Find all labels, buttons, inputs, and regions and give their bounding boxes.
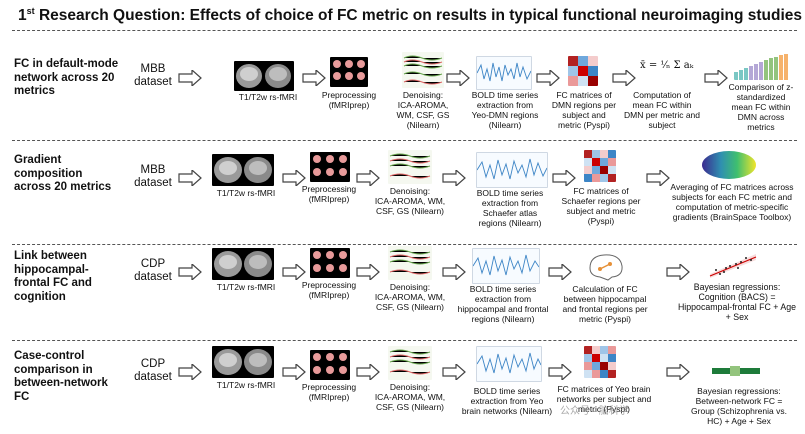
preprocessing-label: Preprocessing (fMRIprep) — [321, 90, 377, 110]
mri-label: T1/T2w rs-fMRI — [216, 282, 276, 292]
bold-label: BOLD time series extraction from hippoca… — [457, 284, 549, 324]
bar-chart-image — [734, 52, 792, 80]
arrow-icon — [178, 264, 202, 280]
arrow-icon — [356, 364, 380, 380]
arrow-icon — [704, 70, 728, 86]
arrow-icon — [178, 70, 202, 86]
row-2: Gradient composition across 20 metrics M… — [0, 140, 805, 240]
arrow-icon — [178, 170, 202, 186]
arrow-icon — [548, 364, 572, 380]
denoising-label: Denoising: ICA-AROMA, WM, CSF, GS (Nilea… — [374, 282, 446, 312]
question-title: Gradient composition across 20 metrics — [14, 154, 112, 193]
dataset-label: CDP dataset — [134, 358, 172, 383]
arrow-icon — [442, 170, 466, 186]
arrow-icon — [442, 364, 466, 380]
bold-label: BOLD time series extraction from Yeo-DMN… — [471, 90, 539, 130]
fc-label: FC matrices of Schaefer regions per subj… — [561, 186, 641, 226]
watermark: 公众号 · 脑科学 — [560, 406, 629, 417]
group-plot-image — [712, 362, 760, 382]
gradient-brain-image — [700, 148, 758, 180]
arrow-icon — [282, 170, 306, 186]
bold-label: BOLD time series extraction from Schaefe… — [476, 188, 544, 228]
regression-label: Bayesian regressions: Cognition (BACS) =… — [677, 282, 797, 322]
bold-timeseries-image — [476, 152, 548, 188]
mri-label: T1/T2w rs-fMRI — [216, 380, 276, 390]
mean-label: Computation of mean FC within DMN per me… — [623, 90, 701, 130]
arrow-icon — [612, 70, 636, 86]
group-regression-label: Bayesian regressions: Between-network FC… — [691, 386, 787, 426]
mri-label: T1/T2w rs-fMRI — [216, 188, 276, 198]
denoising-label: Denoising: ICA-AROMA, WM, CSF, GS (Nilea… — [374, 186, 446, 216]
arrow-icon — [446, 70, 470, 86]
mri-image — [234, 61, 294, 91]
dataset-label: MBB dataset — [134, 63, 172, 88]
denoising-label: Denoising: ICA-AROMA, WM, CSF, GS (Nilea… — [396, 90, 450, 130]
preprocessing-image — [310, 248, 350, 278]
fc-matrix-image — [584, 346, 616, 378]
arrow-icon — [282, 364, 306, 380]
bold-timeseries-image — [476, 56, 532, 90]
arrow-icon — [666, 364, 690, 380]
denoising-label: Denoising: ICA-AROMA, WM, CSF, GS (Nilea… — [374, 382, 446, 412]
row-1: FC in default-mode network across 20 met… — [0, 30, 805, 136]
preprocessing-image — [330, 57, 368, 87]
arrow-icon — [552, 170, 576, 186]
fc-label: FC matrices of DMN regions per subject a… — [551, 90, 617, 130]
dataset-label: MBB dataset — [134, 164, 172, 189]
fc-matrix-image — [584, 150, 616, 182]
fc-label: Calculation of FC between hippocampal an… — [562, 284, 648, 324]
page-title: 1st Research Question: Effects of choice… — [18, 6, 803, 25]
mri-label: T1/T2w rs-fMRI — [238, 92, 298, 102]
row-3: Link between hippocampal- frontal FC and… — [0, 244, 805, 340]
gradient-label: Averaging of FC matrices across subjects… — [670, 182, 794, 222]
regression-plot-image — [708, 248, 758, 278]
arrow-icon — [356, 170, 380, 186]
arrow-icon — [548, 264, 572, 280]
preprocessing-label: Preprocessing (fMRIprep) — [301, 382, 357, 402]
fc-matrix-image — [568, 56, 598, 86]
mri-image — [212, 154, 274, 186]
row-4: Case-control comparison in between-netwo… — [0, 340, 805, 434]
arrow-icon — [178, 364, 202, 380]
question-title: Case-control comparison in between-netwo… — [14, 350, 108, 403]
denoising-image — [388, 346, 432, 380]
arrow-icon — [302, 70, 326, 86]
denoising-image — [402, 52, 444, 88]
bold-timeseries-image — [472, 248, 540, 284]
fc-label: FC matrices of Yeo brain networks per su… — [556, 384, 652, 414]
arrow-icon — [666, 264, 690, 280]
dataset-label: CDP dataset — [134, 258, 172, 283]
arrow-icon — [646, 170, 670, 186]
question-title: Link between hippocampal- frontal FC and… — [14, 250, 92, 303]
preprocessing-image — [310, 350, 350, 380]
question-title: FC in default-mode network across 20 met… — [14, 58, 119, 97]
brain-outline-image — [586, 252, 626, 282]
mean-formula: x̄ = ¹⁄ₙ Σ aₖ — [640, 60, 694, 71]
denoising-image — [388, 150, 432, 184]
arrow-icon — [282, 264, 306, 280]
comparison-label: Comparison of z- standardized mean FC wi… — [728, 82, 794, 132]
arrow-icon — [442, 264, 466, 280]
mri-image — [212, 248, 274, 280]
arrow-icon — [536, 70, 560, 86]
preprocessing-image — [310, 152, 350, 182]
denoising-image — [388, 246, 432, 280]
mri-image — [212, 346, 274, 378]
preprocessing-label: Preprocessing (fMRIprep) — [301, 184, 357, 204]
bold-timeseries-image — [476, 346, 542, 382]
preprocessing-label: Preprocessing (fMRIprep) — [301, 280, 357, 300]
bold-label: BOLD time series extraction from Yeo bra… — [461, 386, 553, 416]
arrow-icon — [356, 264, 380, 280]
